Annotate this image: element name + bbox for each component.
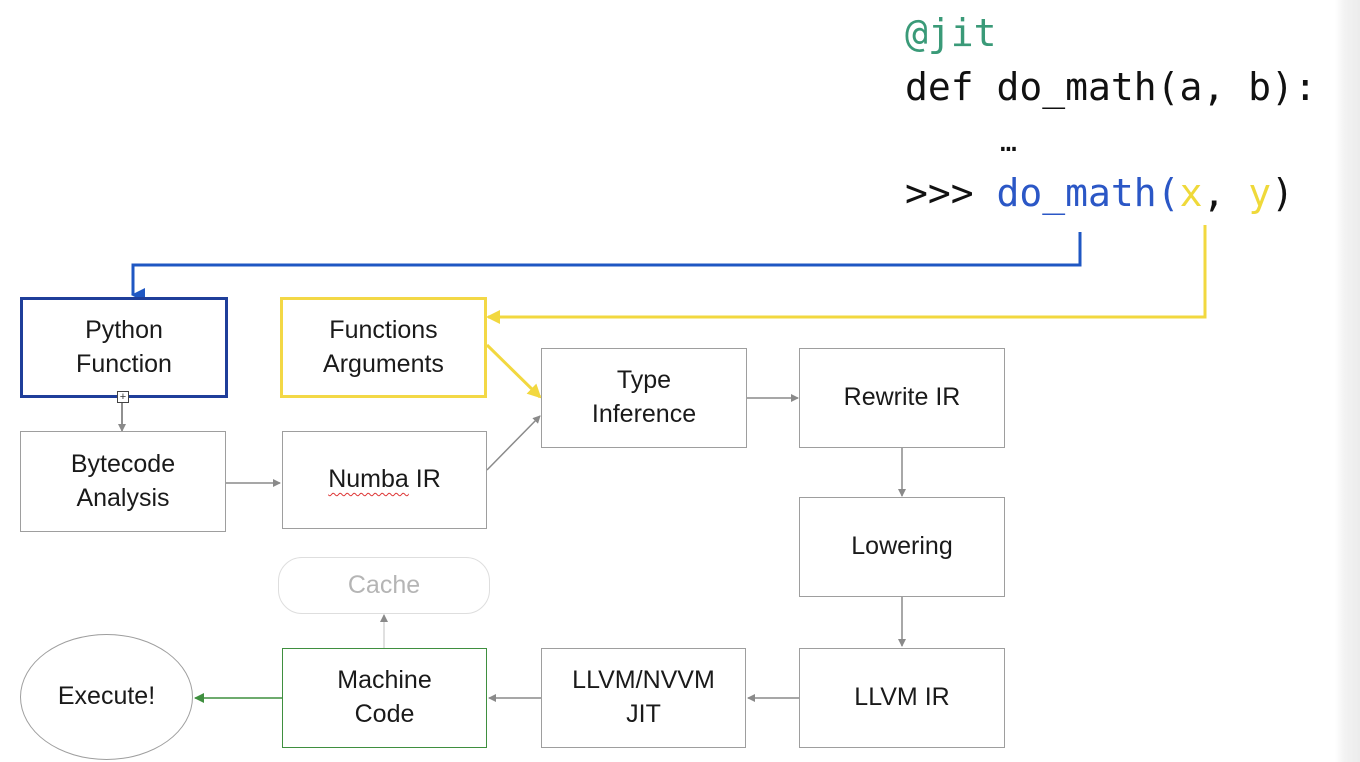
code-arg-y: y <box>1248 171 1272 215</box>
rewrite-ir-node: Rewrite IR <box>799 348 1005 448</box>
type-inference-node: Type Inference <box>541 348 747 448</box>
bytecode-analysis-node: Bytecode Analysis <box>20 431 226 532</box>
right-edge-shadow <box>1335 0 1360 762</box>
anchor-handle: + <box>117 391 129 403</box>
code-call-func: do_math <box>996 171 1157 215</box>
code-arg-x: x <box>1179 171 1203 215</box>
code-decorator: @jit <box>905 11 997 55</box>
python-function-node: Python Function <box>20 297 228 398</box>
machine-code-node: Machine Code <box>282 648 487 748</box>
call-to-python-function-arrow <box>131 232 1082 302</box>
code-ellipsis: … <box>1000 125 1017 158</box>
function-arguments-node: Functions Arguments <box>280 297 487 398</box>
arguments-to-type-inference-arrow <box>485 343 542 399</box>
numba-ir-node: Numba IR <box>282 431 487 529</box>
code-def-line: def do_math(a, b): <box>905 65 1317 109</box>
numba-ir-to-type-inference-arrow <box>486 415 541 471</box>
lowering-node: Lowering <box>799 497 1005 597</box>
args-to-function-arguments-arrow <box>486 225 1207 324</box>
code-prompt: >>> <box>905 171 974 215</box>
cache-node: Cache <box>278 557 490 614</box>
llvm-nvvm-jit-node: LLVM/NVVM JIT <box>541 648 746 748</box>
code-call-line: >>> do_math(x, y) <box>905 171 1295 215</box>
execute-node: Execute! <box>20 634 193 760</box>
llvm-ir-node: LLVM IR <box>799 648 1005 748</box>
numba-ir-word: Numba <box>328 465 409 494</box>
